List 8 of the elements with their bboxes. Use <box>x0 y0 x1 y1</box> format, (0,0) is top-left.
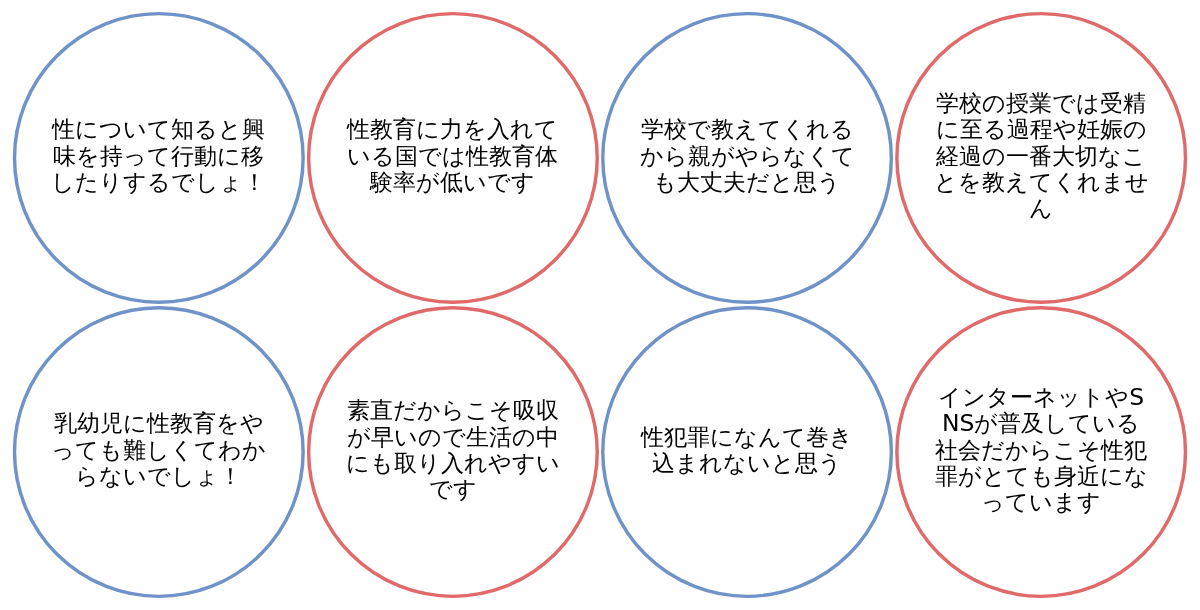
node-circle: 性犯罪になんて巻き込まれないと思う <box>601 306 894 599</box>
node-circle: 素直だからこそ吸収が早いので生活の中にも取り入れやすいです <box>306 306 599 599</box>
node-circle: 性教育に力を入れている国では性教育体験率が低いです <box>306 11 599 304</box>
node-circle: 性について知ると興味を持って行動に移したりするでしょ！ <box>12 11 305 304</box>
node-circle: インターネットやSNSが普及している社会だからこそ性犯罪がとても身近になっています <box>895 306 1188 599</box>
node-circle: 学校の授業では受精に至る過程や妊娠の経過の一番大切なことを教えてくれません <box>895 11 1188 304</box>
node-circle: 学校で教えてくれるから親がやらなくても大丈夫だと思う <box>601 11 894 304</box>
node-circle: 乳幼児に性教育をやっても難しくてわからないでしょ！ <box>12 306 305 599</box>
